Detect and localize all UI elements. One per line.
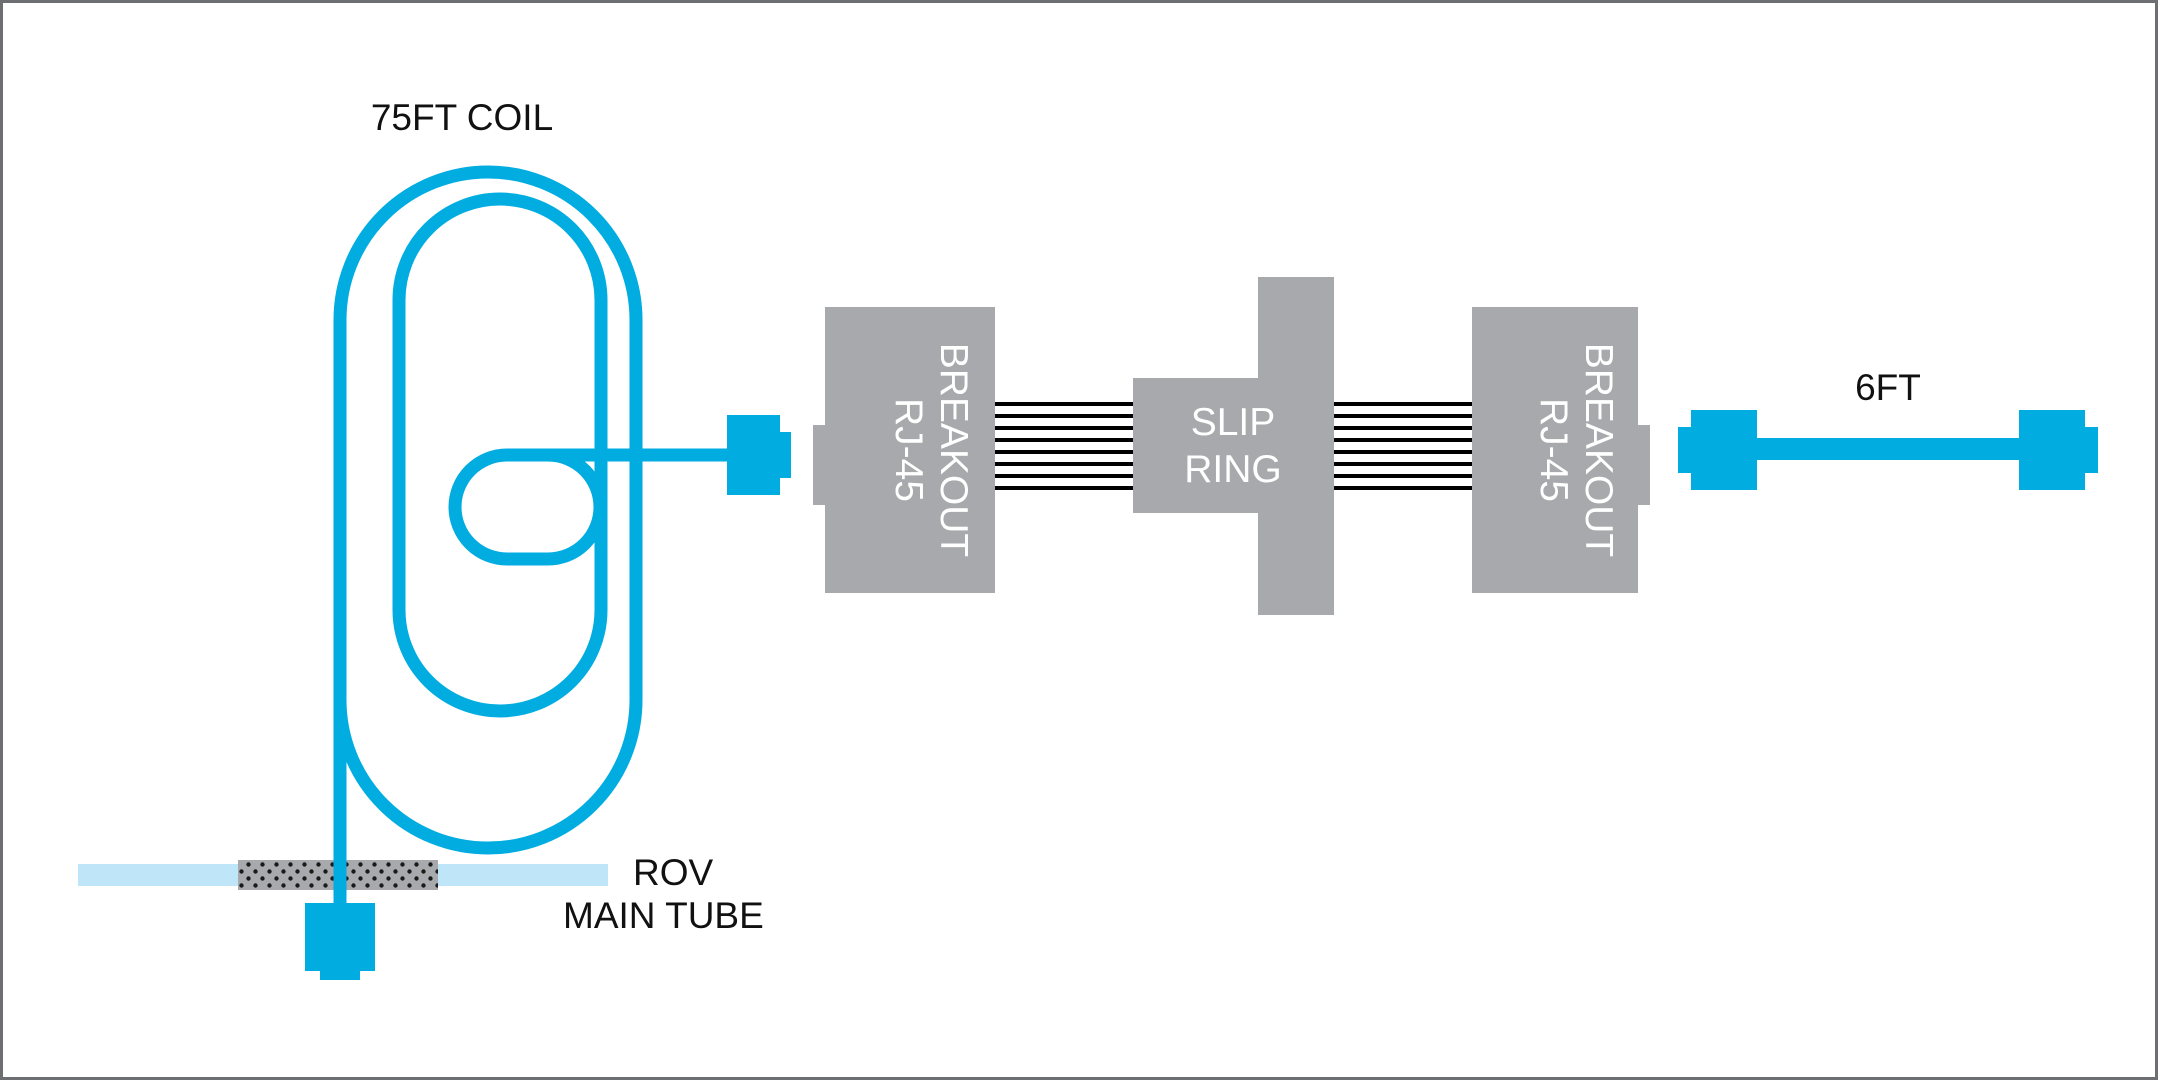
slip-ring-body bbox=[1133, 277, 1334, 615]
slip-ring[interactable]: SLIP RING bbox=[1133, 277, 1334, 615]
rov-label-line2: MAIN TUBE bbox=[563, 895, 764, 936]
rj45-breakout-left-body bbox=[813, 307, 995, 593]
connector-coil-end-body bbox=[727, 415, 780, 495]
patch-cable-run bbox=[1757, 438, 2085, 460]
cable-coil-75ft bbox=[333, 165, 730, 905]
connector-patch-right-body bbox=[2019, 410, 2085, 490]
connector-rov-plug[interactable] bbox=[305, 903, 375, 980]
slip-ring-label-line2: RING bbox=[1184, 448, 1282, 491]
connector-patch-right-tab bbox=[2085, 427, 2098, 473]
connector-coil-end-tab bbox=[778, 432, 791, 478]
rj45-breakout-left[interactable]: RJ-45 BREAKOUT bbox=[813, 307, 995, 593]
wire-bundle-left bbox=[995, 402, 1133, 490]
connector-rov-body bbox=[305, 903, 375, 971]
cable-penetration-segment bbox=[333, 830, 347, 908]
rj45-breakout-right-body bbox=[1472, 307, 1650, 593]
connector-patch-left-tab bbox=[1678, 427, 1691, 473]
coil-label: 75FT COIL bbox=[371, 97, 553, 138]
connector-coil-end-plug[interactable] bbox=[727, 415, 791, 495]
patch-cable-label: 6FT bbox=[1855, 367, 1921, 408]
slip-ring-label-line1: SLIP bbox=[1191, 401, 1276, 444]
coil-loop-inner bbox=[448, 448, 607, 566]
rj45-breakout-right-label-line2: BREAKOUT bbox=[1577, 343, 1620, 558]
coil-to-rov-segment bbox=[333, 830, 347, 908]
connector-patch-left-body bbox=[1691, 410, 1757, 490]
rj45-breakout-right[interactable]: RJ-45 BREAKOUT bbox=[1472, 307, 1650, 593]
connector-rov-tab bbox=[320, 965, 360, 980]
rov-label-line1: ROV bbox=[633, 852, 714, 893]
wire-bundle-right bbox=[1334, 402, 1472, 490]
coil-loop-outer bbox=[333, 165, 643, 905]
rj45-breakout-left-label-line2: BREAKOUT bbox=[932, 343, 975, 558]
rj45-breakout-right-label-line1: RJ-45 bbox=[1532, 398, 1575, 502]
patch-cable-6ft bbox=[1678, 410, 2098, 490]
connector-patch-right-plug[interactable] bbox=[2019, 410, 2098, 490]
rj45-breakout-left-label-line1: RJ-45 bbox=[887, 398, 930, 502]
connector-patch-left-plug[interactable] bbox=[1678, 410, 1757, 490]
